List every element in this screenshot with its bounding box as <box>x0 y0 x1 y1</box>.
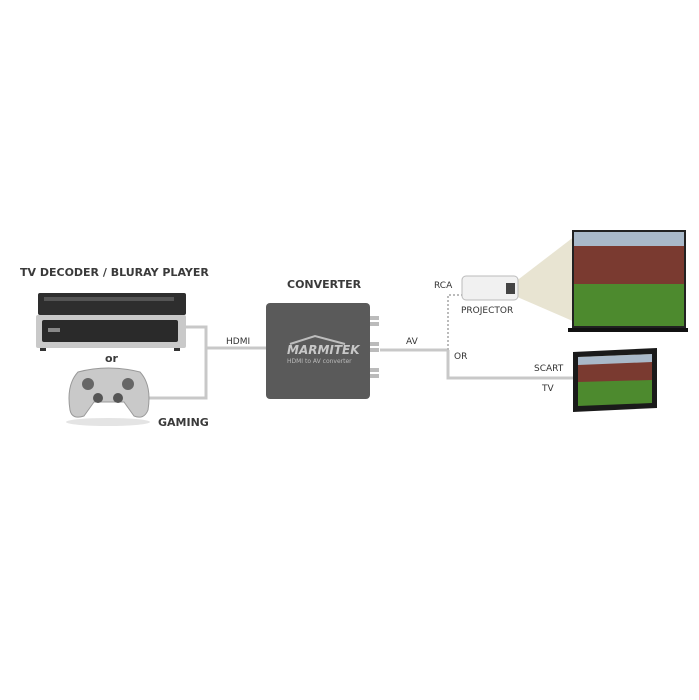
rca-label: RCA <box>434 281 453 291</box>
projector-label: PROJECTOR <box>461 306 514 316</box>
decoder-bluray-player-image <box>36 293 186 351</box>
or-label: or <box>105 352 118 365</box>
gaming-label: GAMING <box>158 416 209 429</box>
or-output-label: OR <box>454 352 468 362</box>
marmitek-logo: MARMITEK <box>287 343 360 357</box>
tv-label: TV <box>542 384 554 394</box>
gamepad-image <box>66 367 150 426</box>
converter-product-text: HDMI to AV converter <box>287 358 352 365</box>
projector-beam <box>515 236 575 322</box>
projector-image <box>461 236 575 322</box>
gamepad-cable <box>148 348 208 400</box>
av-label: AV <box>406 337 418 347</box>
decoder-cable <box>185 325 208 348</box>
hdmi-label: HDMI <box>226 337 251 347</box>
converter-title: CONVERTER <box>287 278 362 291</box>
converter-box-image <box>266 303 379 399</box>
scart-label: SCART <box>534 364 564 374</box>
cables <box>148 325 574 400</box>
tv-image <box>573 348 657 412</box>
scart-cable <box>446 350 574 380</box>
source-title: TV DECODER / BLURAY PLAYER <box>20 266 209 279</box>
rca-dotted-cable <box>447 294 466 350</box>
projection-screen-image <box>568 230 688 332</box>
